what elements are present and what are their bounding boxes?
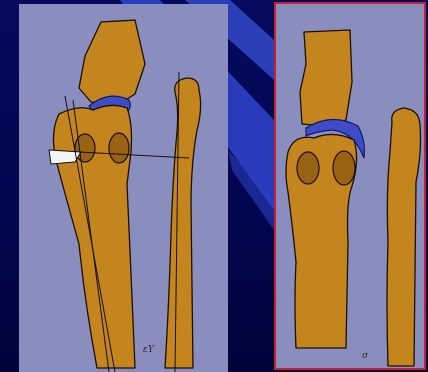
left-bone-illustration: εΥ [19, 4, 228, 372]
left-panel-note: εΥ [143, 345, 155, 355]
ulna-bone [165, 78, 201, 368]
ulna-bone [387, 108, 421, 366]
right-bone-illustration: σ [274, 2, 426, 370]
right-condyle [109, 133, 129, 163]
right-diagram-panel: σ [274, 2, 426, 370]
right-condyle [333, 151, 355, 185]
upper-bone [300, 30, 352, 126]
upper-bone [79, 20, 145, 104]
right-panel-note: σ [362, 351, 369, 361]
left-condyle [297, 152, 319, 184]
left-diagram-panel: εΥ [19, 4, 228, 372]
